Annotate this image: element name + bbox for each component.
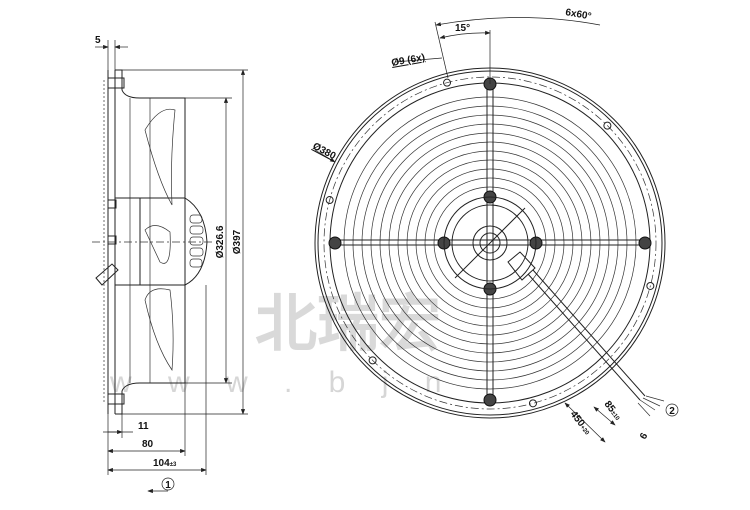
- dim-5: 5: [95, 35, 101, 46]
- mounting-hole: [603, 121, 612, 130]
- guard-ring: [379, 132, 601, 354]
- dim-wire-strip: 6: [638, 431, 651, 442]
- cable-marker: [665, 403, 679, 417]
- fan-blade: [144, 108, 176, 206]
- fan-blade: [144, 288, 174, 372]
- dim-80: 80: [142, 439, 154, 450]
- side-view: Ø326.6 Ø397 5 11 80 104±3 1: [92, 35, 248, 494]
- cable: [527, 273, 641, 401]
- guard-ring: [397, 150, 583, 336]
- dim-cable-length: 450+20: [568, 409, 594, 437]
- mounting-hole: [646, 281, 655, 290]
- dim-inner-diameter: Ø326.6: [215, 225, 226, 258]
- dim-11: 11: [138, 421, 149, 432]
- motor-hub: [443, 196, 537, 290]
- guard-mount-boss: [638, 236, 652, 250]
- mount-bolt: [107, 77, 125, 89]
- guard-ring: [424, 177, 556, 309]
- guard-ring: [433, 186, 547, 300]
- guard-ring: [415, 168, 565, 318]
- cable-gland: [95, 263, 119, 286]
- guard-rings: [343, 96, 637, 390]
- mount-bolt: [107, 393, 125, 405]
- guard-ring: [370, 123, 610, 363]
- venturi-housing: [115, 69, 186, 415]
- svg-text:1: 1: [165, 480, 171, 491]
- mounting-hole: [325, 196, 334, 205]
- dim-strip-length: 85±10: [602, 399, 624, 423]
- bolt-circle: [323, 76, 657, 410]
- front-view: 15° 6x60° Ø9 (6x) Ø380 450+20 85±10 6 2: [311, 7, 679, 443]
- dim-104: 104±3: [153, 458, 177, 469]
- guard-ring: [388, 141, 592, 345]
- dim-angle-pattern: 6x60°: [564, 7, 592, 22]
- fan-blade: [144, 225, 171, 264]
- cable-gland: [507, 251, 536, 281]
- guard-ring: [406, 159, 574, 327]
- mounting-hole: [528, 399, 537, 408]
- guard-ring: [361, 114, 619, 372]
- guard-ring: [352, 105, 628, 381]
- dim-outer-diameter: Ø397: [232, 229, 243, 254]
- dim-angle-15: 15°: [455, 23, 470, 34]
- dim-bolt-circle: Ø380: [311, 141, 338, 162]
- guard-mount-boss: [483, 393, 497, 407]
- motor-flange: [114, 197, 141, 286]
- mounting-hole: [368, 356, 377, 365]
- watermark-logo: 北瑞宏: [255, 287, 441, 360]
- mounting-hole: [443, 78, 452, 87]
- dim-hole: Ø9 (6x): [391, 52, 426, 69]
- guard-ring: [343, 96, 637, 390]
- cooling-fins: [189, 214, 204, 268]
- airflow-marker: [161, 477, 175, 491]
- guard-mount-boss: [328, 236, 342, 250]
- svg-text:2: 2: [669, 406, 675, 417]
